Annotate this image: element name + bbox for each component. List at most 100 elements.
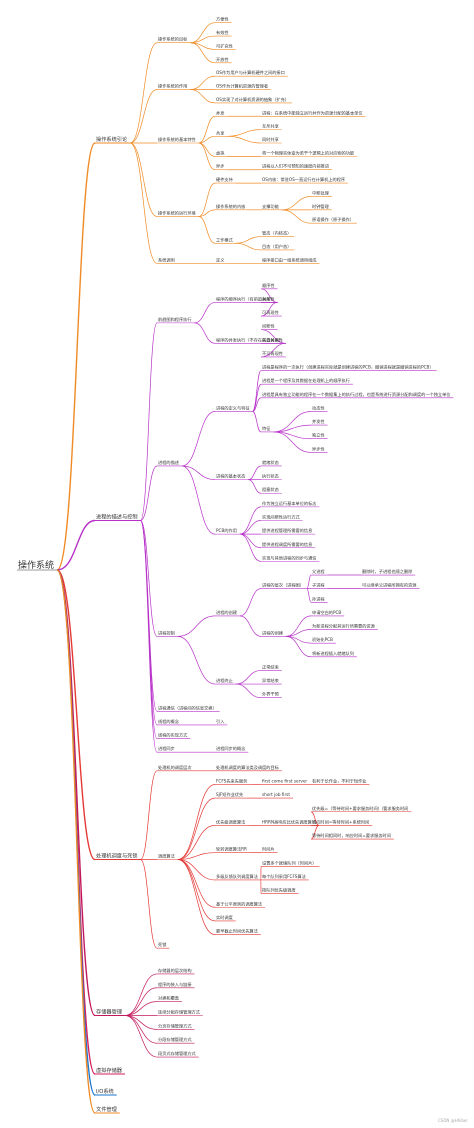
mind-map-node: 将一个物理实体变为若干个逻辑上的对应物的功能 [262, 149, 355, 156]
mind-map-node: 阻塞状态 [262, 486, 279, 493]
mind-map-node: 操作系统的基本特性 [158, 136, 196, 143]
mind-map-node: 每个队列采用FCFS算法 [262, 873, 306, 880]
mind-map-edge [235, 236, 262, 244]
mind-map-node: 进程同步 [158, 745, 175, 752]
mind-map-node: OS内核：常驻OS一直运行在计算机上的程序 [262, 176, 345, 183]
mind-map-node: 进程的基本状态 [216, 473, 245, 480]
mind-map-node: 段页式存储管理方式 [158, 1050, 197, 1057]
mind-map-edge [56, 569, 96, 1114]
mind-map-node: 存储器的层次结构 [158, 967, 192, 974]
mind-map-node: 处理机调度的算法类及调度的目标 [216, 764, 279, 771]
mind-map-node: 进程的创建 [262, 629, 284, 636]
mind-map-node: 作为独立运行基本单位的标志 [262, 500, 316, 507]
mind-map-edge [310, 811, 320, 826]
mind-map-node: 多级反馈队列调度算法 [216, 873, 258, 880]
mind-map-node: SJF短作业优先 [216, 791, 243, 798]
mind-map-nodes: 操作系统操作系统引论操作系统的目标方便性有效性可扩充性开放性操作系统的作用OS作… [18, 16, 450, 1113]
mind-map-edge [198, 135, 216, 144]
mind-map-node: 提供进程管理所需要的信息 [262, 527, 312, 534]
mind-map-edge [129, 42, 158, 144]
mind-map-edge [227, 135, 262, 144]
mind-map-node: 调度算法 [158, 853, 175, 860]
mind-map-node: 时间片 [262, 846, 275, 853]
mind-map-node: 实现间断性运行方式 [262, 514, 301, 521]
mind-map-edge [140, 859, 158, 949]
mind-map-edge [239, 615, 262, 637]
mind-map-node: 实现与其他进程的同步与通信 [262, 554, 316, 561]
mind-map-node: 不可再现性 [262, 350, 283, 357]
mind-map-node: 异步 [216, 164, 224, 170]
mind-map-edge [177, 635, 216, 685]
mind-map-node: 进程以人们不可预知的速度向前推进 [262, 163, 330, 170]
mind-map-node: 并发 [216, 109, 225, 116]
mind-map-node: 封闭性 [262, 295, 275, 302]
mind-map-node: 共享 [216, 129, 224, 136]
mind-map-edge [140, 770, 158, 860]
mind-map-edge [190, 42, 216, 64]
mind-map-node: 优先级=（等待时间+要求服务时间）/要求服务时间 [312, 805, 408, 812]
mind-map-node: 操作系统的目标 [158, 36, 187, 43]
mind-map-node: 外界干预 [262, 691, 279, 698]
mind-map-edge [198, 209, 216, 217]
mind-map-node: 系统调用 [158, 256, 175, 263]
mind-map-node: 对换和覆盖 [158, 995, 179, 1002]
mind-map-edge [260, 342, 287, 358]
mind-map-node: 提供进程调度所需要的信息 [262, 541, 312, 548]
branch-node: 进程的描述与控制 [96, 513, 138, 521]
mind-map-edge [252, 397, 262, 412]
mind-map-node: 操作系统的作用 [158, 83, 187, 90]
mind-map-node: 操作系统的运行环境 [158, 210, 196, 217]
mind-map-edge [310, 825, 320, 840]
mind-map-edge [239, 520, 262, 535]
branch-node: 文件管理 [96, 1105, 118, 1113]
mind-map-edge [140, 322, 158, 521]
mind-map-node: 进程控制 [158, 629, 175, 636]
mind-map-edge [177, 797, 216, 860]
mind-map-node: 进程是程序的一次执行（创建进程实际就是创建进程的PCB，撤销进程就是撤销进程的P… [262, 364, 434, 371]
mind-map-node: 开放性 [216, 56, 229, 63]
mind-map-node: 程序的装入与链接 [158, 981, 192, 988]
mind-map-node: 管态（内核态） [262, 230, 291, 237]
mind-map-edge [198, 142, 216, 157]
mind-map-edge [177, 859, 216, 935]
mind-map-edge [129, 142, 158, 264]
mind-map-node: 原语操作（原子操作） [312, 216, 354, 223]
mind-map-node: 进程的层次（进程图） [262, 582, 304, 589]
mind-map-edge [198, 142, 216, 171]
mind-map-edge [281, 209, 312, 224]
mind-map-node: 引入 [216, 718, 225, 725]
mind-map-edge [198, 216, 216, 244]
mind-map-node: 将新进程插入就绪队列 [312, 650, 354, 657]
mind-map-node: OS作为用户与计算机硬件之间的接口 [216, 69, 285, 76]
mind-map-edge [248, 465, 262, 480]
mind-map-edge [252, 383, 262, 412]
mind-map-node: 进程：在系统中能独立运行并作为资源分配的基本单位 [262, 109, 363, 116]
mind-map-edge [194, 322, 216, 344]
mind-map-edge [56, 519, 96, 571]
mind-map-edge [285, 615, 312, 637]
mind-map-node: 进程是一个程序及其数据在处理机上的顺序执行 [262, 377, 350, 384]
mind-map-node: 删除时，子进程也随之删除 [362, 568, 413, 575]
mind-map-node: 初始化PCB [312, 636, 333, 643]
mind-map-node: 为新进程分配其运行所需要的资源 [312, 623, 376, 630]
mind-map-edge [124, 1015, 158, 1044]
mind-map-node: 连续分配存储管理方式 [158, 1009, 201, 1016]
mind-map-node: 执行状态 [262, 473, 279, 480]
watermark-text: CSDN @Hhiber [438, 1118, 468, 1123]
mind-map-node: 孙进程 [312, 595, 325, 602]
mind-map-edge [56, 142, 96, 571]
mind-map-node: 动态性 [312, 404, 325, 411]
mind-map-node: 按队列优先级调度 [262, 887, 296, 894]
mind-map-node: 设置多个就绪队列（时间片） [262, 859, 316, 866]
mind-map-node: 进程的描述 [158, 459, 180, 466]
mind-map-node: 线程的概念 [158, 718, 180, 725]
mind-map-edge [273, 424, 312, 433]
mind-map-edge [177, 859, 216, 908]
mind-map-node: 顺序性 [262, 282, 275, 289]
mind-map-edge [177, 784, 216, 860]
mind-map-node: 就绪状态 [262, 459, 279, 466]
mind-map-edge [235, 683, 262, 699]
mind-map-node: 特征 [262, 425, 271, 432]
mind-map-edge [124, 973, 158, 1016]
